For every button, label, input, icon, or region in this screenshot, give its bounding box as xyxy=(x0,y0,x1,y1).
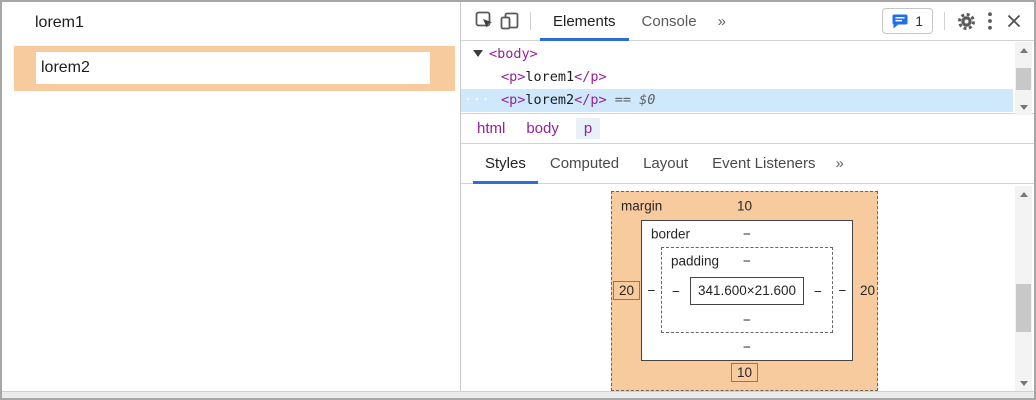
padding-right-value[interactable]: − xyxy=(814,283,822,299)
scrollbar-thumb[interactable] xyxy=(1016,284,1031,332)
padding-bottom-value[interactable]: − xyxy=(743,312,751,328)
breadcrumb-html[interactable]: html xyxy=(477,120,506,137)
scrollbar-thumb[interactable] xyxy=(1016,68,1031,90)
margin-right-value[interactable]: 20 xyxy=(859,283,875,298)
message-bubble-icon xyxy=(892,14,908,29)
border-right-value[interactable]: − xyxy=(838,282,847,298)
scroll-up-icon[interactable] xyxy=(1015,43,1032,57)
dom-tree: <body> <p>lorem1</p> ···<p>lorem2</p>== … xyxy=(461,41,1034,114)
breadcrumb-body[interactable]: body xyxy=(526,120,559,137)
padding-top-value[interactable]: − xyxy=(743,253,751,269)
tab-layout[interactable]: Layout xyxy=(643,155,689,172)
message-count: 1 xyxy=(915,13,923,29)
tree-node-p2-selected[interactable]: ···<p>lorem2</p>== $0 xyxy=(461,89,1013,112)
window-bottom-edge xyxy=(2,391,1034,398)
devtools-panel: Elements Console » 1 xyxy=(460,2,1034,391)
more-style-tabs-icon[interactable]: » xyxy=(835,155,844,172)
margin-label: margin xyxy=(621,198,663,214)
tree-node-p1[interactable]: <p>lorem1</p> xyxy=(501,69,607,85)
tab-console[interactable]: Console xyxy=(641,12,697,30)
border-top-value[interactable]: − xyxy=(743,226,751,242)
page-paragraph-1: lorem1 xyxy=(35,14,84,31)
scroll-down-icon[interactable] xyxy=(1015,376,1032,390)
console-messages-badge[interactable]: 1 xyxy=(882,8,933,34)
scroll-down-icon[interactable] xyxy=(1015,100,1032,114)
page-paragraph-2: lorem2 xyxy=(41,59,90,76)
close-icon[interactable] xyxy=(1002,9,1026,33)
settings-gear-icon[interactable] xyxy=(954,9,978,33)
overflow-dots: ··· xyxy=(464,93,491,108)
collapse-triangle-icon[interactable] xyxy=(473,50,483,57)
tab-elements[interactable]: Elements xyxy=(540,2,629,41)
scroll-up-icon[interactable] xyxy=(1015,187,1032,201)
toolbar-separator xyxy=(944,12,945,30)
box-model-border: border − − padding − xyxy=(641,220,853,361)
breadcrumb: html body p xyxy=(461,114,1034,144)
margin-top-value[interactable]: 10 xyxy=(736,198,753,214)
margin-left-value[interactable]: 20 xyxy=(612,281,641,300)
device-toolbar-icon[interactable] xyxy=(497,9,521,33)
more-tabs-icon[interactable]: » xyxy=(717,12,726,30)
devtools-toolbar: Elements Console » 1 xyxy=(461,2,1034,41)
tab-computed[interactable]: Computed xyxy=(549,155,620,172)
inspect-margin-overlay: lorem2 xyxy=(14,46,455,91)
styles-tabbar: Styles Computed Layout Event Listeners » xyxy=(461,144,1034,184)
margin-bottom-value[interactable]: 10 xyxy=(730,363,759,382)
breadcrumb-p[interactable]: p xyxy=(575,118,601,139)
border-bottom-value[interactable]: − xyxy=(743,339,751,354)
page-viewport: lorem1 lorem2 xyxy=(2,2,458,391)
styles-scrollbar[interactable] xyxy=(1015,186,1032,391)
box-model-padding: padding − − 341.600×21.600 − xyxy=(661,247,833,333)
tab-event-listeners[interactable]: Event Listeners xyxy=(712,155,816,172)
inspect-element-icon[interactable] xyxy=(473,9,497,33)
tab-styles[interactable]: Styles xyxy=(473,144,538,184)
inspected-element-content: lorem2 xyxy=(36,52,430,84)
box-model-diagram: margin 10 20 border − − xyxy=(611,191,878,391)
toolbar-separator xyxy=(530,12,531,30)
tree-node-body[interactable]: <body> xyxy=(461,43,1034,66)
dom-tree-scrollbar[interactable] xyxy=(1015,42,1032,115)
selected-node-hint: == $0 xyxy=(614,92,656,108)
padding-label: padding xyxy=(671,253,720,269)
padding-left-value[interactable]: − xyxy=(672,283,680,299)
border-label: border xyxy=(651,226,691,242)
kebab-menu-icon[interactable] xyxy=(978,9,1002,33)
border-left-value[interactable]: − xyxy=(647,282,656,298)
box-model-margin: margin 10 20 border − − xyxy=(611,191,878,391)
box-model-content-size[interactable]: 341.600×21.600 xyxy=(690,277,804,305)
styles-pane: margin 10 20 border − − xyxy=(461,184,1034,391)
